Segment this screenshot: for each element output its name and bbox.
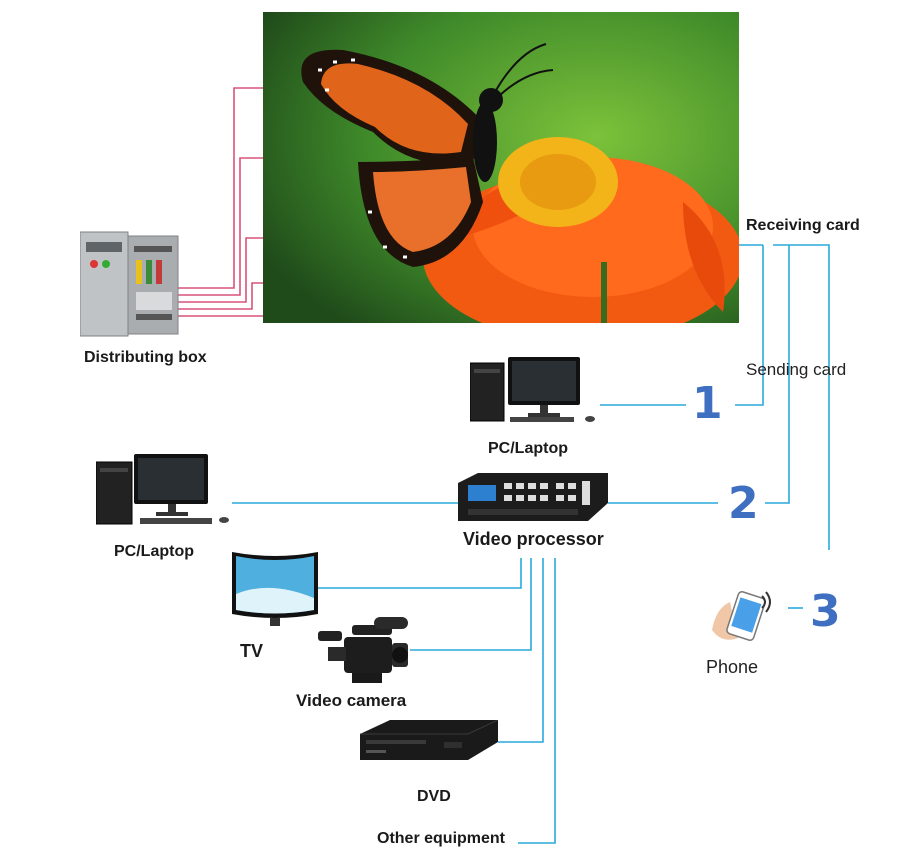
power-wires: [178, 87, 263, 317]
phone-device: [708, 588, 778, 649]
distributing-box-cabinet: [79, 228, 180, 345]
sending-card-label: Sending card: [746, 360, 847, 379]
connection-number-3: 3: [810, 586, 841, 637]
pc-laptop-top-label: PC/Laptop: [488, 440, 568, 457]
distributing-box-label: Distributing box: [84, 349, 207, 366]
video-camera-device: [318, 617, 412, 694]
led-screen: [263, 12, 739, 323]
dvd-device: [360, 719, 499, 779]
other-equipment-label: Other equipment: [377, 830, 506, 847]
pc-laptop-top-device: [469, 353, 602, 428]
receiving-card-label: Receiving card: [746, 217, 860, 234]
butterfly-image: [301, 43, 554, 267]
video-camera-label: Video camera: [296, 691, 407, 710]
video-processor-label: Video processor: [463, 529, 604, 549]
tv-label: TV: [240, 641, 264, 661]
pc-laptop-left-label: PC/Laptop: [114, 543, 194, 560]
connection-number-1: 1: [692, 378, 723, 429]
video-processor-device: [458, 473, 608, 528]
pc-laptop-left-device: [95, 452, 232, 531]
dvd-label: DVD: [417, 788, 451, 805]
connection-number-2: 2: [728, 478, 759, 529]
signal-wires: [232, 244, 830, 844]
phone-label: Phone: [706, 657, 759, 677]
flower-image: [423, 137, 739, 323]
tv-device: [230, 550, 320, 635]
